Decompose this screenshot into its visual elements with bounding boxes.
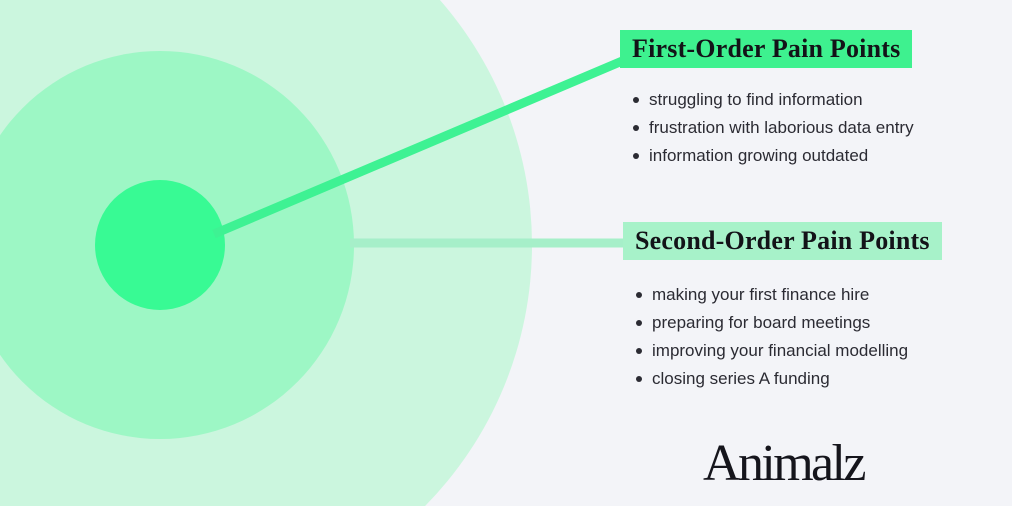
list-item-text: making your first finance hire (652, 285, 870, 304)
list-item-text: improving your financial modelling (652, 341, 909, 360)
list-item-text: preparing for board meetings (652, 313, 871, 332)
list-item: making your first finance hire (623, 281, 942, 309)
list-item-text: closing series A funding (652, 369, 830, 388)
bullet-dot-icon (636, 348, 642, 354)
list-item-text: frustration with laborious data entry (649, 118, 914, 137)
list-item: struggling to find information (620, 86, 914, 114)
animalz-logo: Animalz (703, 435, 866, 492)
bullet-dot-icon (633, 153, 639, 159)
list-item-text: information growing outdated (649, 146, 869, 165)
bullet-dot-icon (636, 376, 642, 382)
list-item-text: struggling to find information (649, 90, 863, 109)
bullet-dot-icon (636, 292, 642, 298)
bullet-dot-icon (636, 320, 642, 326)
second-order-section: Second-Order Pain Points making your fir… (623, 222, 942, 393)
center-bullseye-circle (95, 180, 225, 310)
first-order-heading: First-Order Pain Points (620, 30, 913, 68)
first-order-bullet-list: struggling to find information frustrati… (620, 86, 914, 170)
list-item: closing series A funding (623, 365, 942, 393)
second-order-bullet-list: making your first finance hire preparing… (623, 281, 942, 393)
list-item: improving your financial modelling (623, 337, 942, 365)
first-order-section: First-Order Pain Points struggling to fi… (620, 30, 914, 170)
list-item: frustration with laborious data entry (620, 114, 914, 142)
list-item: information growing outdated (620, 142, 914, 170)
second-order-heading: Second-Order Pain Points (623, 222, 942, 260)
bullet-dot-icon (633, 125, 639, 131)
list-item: preparing for board meetings (623, 309, 942, 337)
bullet-dot-icon (633, 97, 639, 103)
